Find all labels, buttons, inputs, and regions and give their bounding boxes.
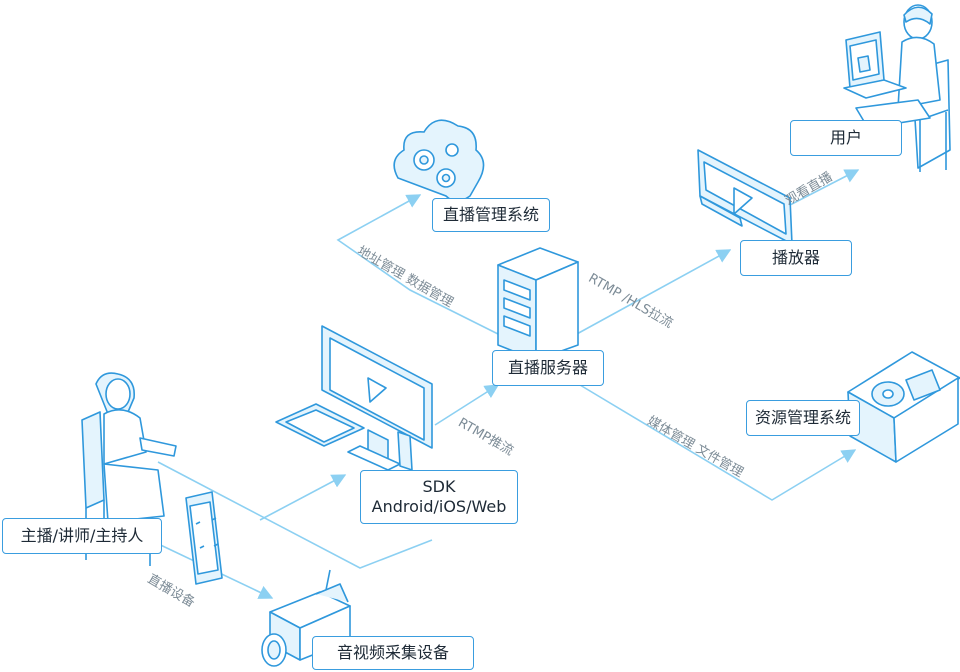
node-host: 主播/讲师/主持人 xyxy=(2,518,162,554)
cloud-gears-icon xyxy=(393,119,485,202)
host-on-chair-icon xyxy=(81,372,177,566)
server-rack-icon xyxy=(497,247,579,361)
edge-server-to-resource xyxy=(579,384,857,501)
storage-box-discs-icon xyxy=(847,351,960,463)
node-av-capture: 音视频采集设备 xyxy=(312,636,474,670)
connectors xyxy=(149,169,860,599)
node-sdk-title: SDK xyxy=(422,477,456,496)
node-user: 用户 xyxy=(790,120,902,156)
node-av-capture-label: 音视频采集设备 xyxy=(336,643,449,662)
node-host-label: 主播/讲师/主持人 xyxy=(20,526,144,545)
video-camera-icon xyxy=(261,569,351,667)
node-sdk: SDK Android/iOS/Web xyxy=(360,470,518,524)
node-user-label: 用户 xyxy=(829,128,862,147)
node-live-management: 直播管理系统 xyxy=(432,198,550,232)
edge-server-to-player xyxy=(574,249,732,336)
edge-camera-to-sdk xyxy=(259,474,347,521)
monitor-player-icon xyxy=(697,149,793,245)
node-sdk-platforms: Android/iOS/Web xyxy=(371,497,507,516)
node-player: 播放器 xyxy=(740,240,852,276)
phone-camera-icon xyxy=(185,491,223,585)
edge-server-to-livemgmt xyxy=(336,194,501,336)
node-resource-management: 资源管理系统 xyxy=(746,400,860,436)
node-live-server: 直播服务器 xyxy=(492,350,604,386)
desktop-tablet-phone-icon xyxy=(275,325,433,471)
node-resource-management-label: 资源管理系统 xyxy=(754,408,851,427)
node-player-label: 播放器 xyxy=(771,248,820,267)
node-live-server-label: 直播服务器 xyxy=(507,358,588,377)
edge-sdk-to-server xyxy=(434,384,500,426)
node-live-management-label: 直播管理系统 xyxy=(442,205,539,224)
edge-host-to-sdk xyxy=(157,461,433,569)
edge-player-to-user xyxy=(789,169,860,206)
